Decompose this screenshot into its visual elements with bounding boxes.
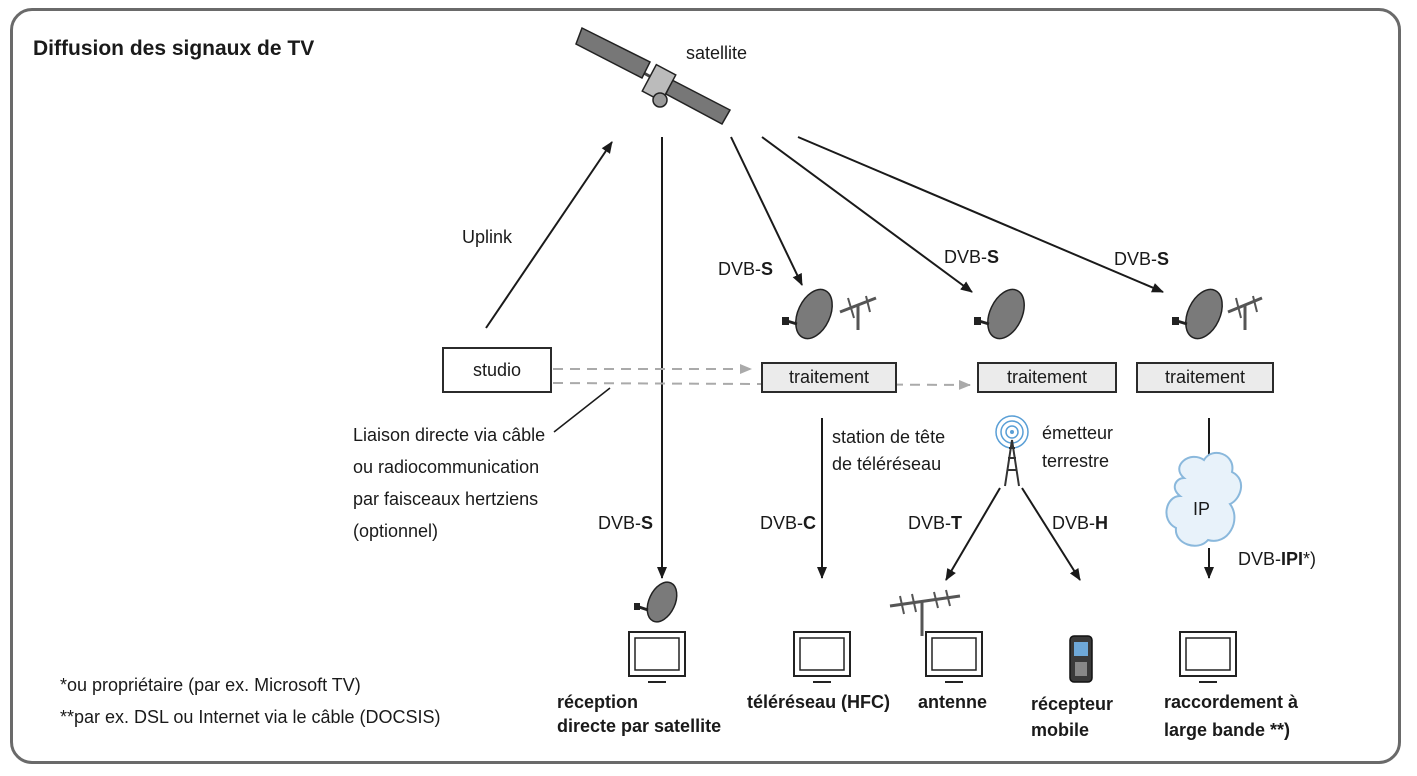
transmitter-line-2: terrestre — [1042, 451, 1110, 471]
diagram-frame — [10, 8, 1401, 764]
direct-link-line-3: par faisceaux hertziens — [353, 489, 539, 509]
direct-link-line-2: ou radiocommunication — [353, 457, 540, 477]
antenna-icon-3 — [1227, 295, 1263, 330]
uplink-label: Uplink — [462, 227, 513, 247]
dvb-c-label: DVB-C — [760, 513, 817, 533]
direct-link-line-1: Liaison directe via câble — [353, 425, 546, 445]
downlink-1-arrow — [730, 136, 803, 286]
diagram-title: Diffusion des signaux de TV — [33, 37, 315, 60]
satellite-icon — [575, 26, 732, 126]
direct-link-line-4: (optionnel) — [353, 521, 439, 541]
tv-icon-broadband — [1179, 631, 1237, 683]
headend-line-2: de téléréseau — [832, 454, 942, 474]
tv-icon-satellite — [628, 631, 686, 683]
processing-box-1: traitement — [761, 362, 897, 393]
footnote-1: *ou propriétaire (par ex. Microsoft TV) — [60, 675, 361, 695]
dish-icon-3 — [1172, 288, 1223, 340]
processing-box-3: traitement — [1136, 362, 1274, 393]
receiver-satellite-line-1: réception — [557, 692, 639, 712]
footnote-2: **par ex. DSL ou Internet via le câble (… — [60, 707, 441, 727]
dvb-s-label-1: DVB-S — [718, 259, 774, 279]
dvb-t-label: DVB-T — [908, 513, 963, 533]
uplink-arrow — [485, 141, 613, 329]
downlink-2-arrow — [761, 136, 973, 293]
processing-box-2: traitement — [977, 362, 1117, 393]
dvb-s-label-direct: DVB-S — [598, 513, 654, 533]
headend-line-1: station de tête — [832, 427, 946, 447]
direct-link-pointer — [553, 387, 611, 433]
roof-antenna-icon — [889, 589, 961, 636]
mobile-phone-icon — [1069, 635, 1093, 683]
receiver-antenna: antenne — [918, 692, 988, 712]
ip-cloud-icon — [1165, 451, 1243, 547]
tv-icon-antenna — [925, 631, 983, 683]
transmitter-line-1: émetteur — [1042, 423, 1114, 443]
receiver-broadband-line-1: raccordement à — [1164, 692, 1299, 712]
ip-label: IP — [1193, 499, 1211, 519]
tv-icon-cable — [793, 631, 851, 683]
dvb-s-label-3: DVB-S — [1114, 249, 1170, 269]
dvb-s-label-2: DVB-S — [944, 247, 1000, 267]
dvb-h-label: DVB-H — [1052, 513, 1109, 533]
dvb-ipi-label: DVB-IPI*) — [1238, 549, 1317, 569]
satellite-label: satellite — [686, 43, 748, 63]
antenna-icon-1 — [839, 295, 877, 330]
receiver-broadband-line-2: large bande **) — [1164, 720, 1291, 740]
dish-icon-1 — [782, 288, 833, 340]
receiver-mobile-line-1: récepteur — [1031, 694, 1114, 714]
downlink-3-arrow — [797, 136, 1164, 293]
transmitter-tower-icon — [995, 415, 1029, 487]
studio-box: studio — [442, 347, 552, 393]
receiver-mobile-line-2: mobile — [1031, 720, 1090, 740]
receiver-dish-icon — [634, 581, 678, 623]
terrestrial-arrow — [945, 487, 1001, 581]
receiver-cable: téléréseau (HFC) — [747, 692, 891, 712]
mobile-arrow — [1021, 487, 1081, 581]
dish-icon-2 — [974, 288, 1025, 340]
receiver-satellite-line-2: directe par satellite — [557, 716, 722, 736]
